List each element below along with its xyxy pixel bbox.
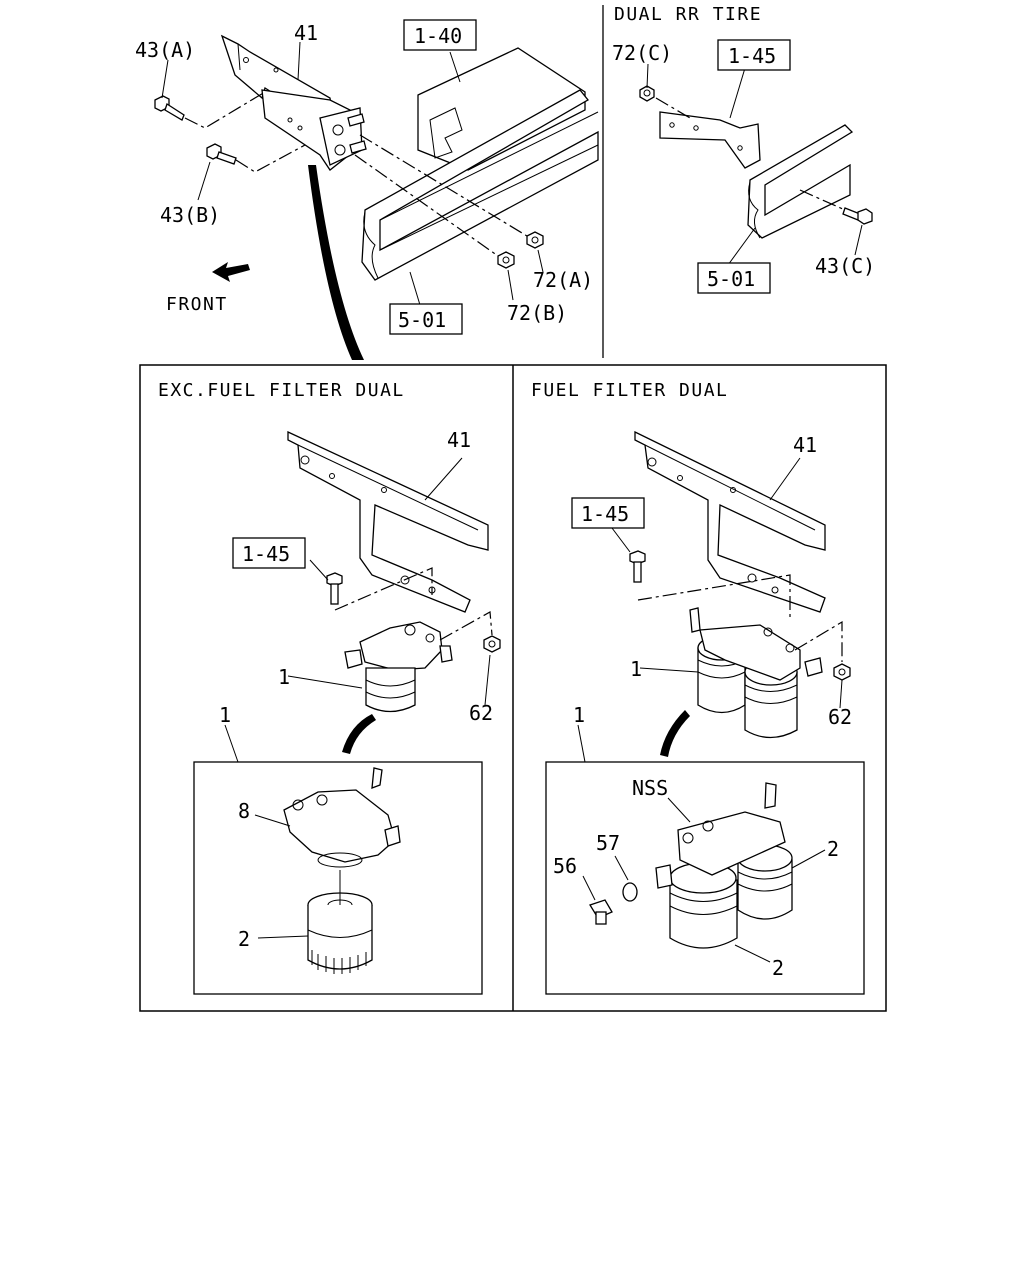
callout-1-left: 1 — [278, 665, 290, 689]
bracket-41-left — [287, 430, 489, 613]
callout-2-left: 2 — [238, 927, 250, 951]
callout-41-right: 41 — [793, 433, 817, 457]
kit-box-left — [193, 761, 483, 995]
callout-1-right-kit: 1 — [573, 703, 585, 727]
ref-box-1-45-top: 1-45 — [728, 44, 776, 68]
top-right-assembly: DUAL RR TIRE 72(C) 43(C) 1-45 5-01 — [612, 4, 875, 294]
nut-72a — [526, 231, 544, 249]
front-arrow-icon — [212, 262, 250, 282]
callout-72a: 72(A) — [533, 268, 593, 292]
callout-57: 57 — [596, 831, 620, 855]
callout-41-left: 41 — [447, 428, 471, 452]
callout-72c: 72(C) — [612, 41, 672, 65]
filter-assembly-nss — [655, 782, 793, 949]
ref-box-1-45-right: 1-45 — [581, 502, 629, 526]
callout-56: 56 — [553, 854, 577, 878]
fuel-filter-dual — [689, 607, 823, 739]
panel-title-right: FUEL FILTER DUAL — [531, 380, 728, 401]
callout-43c: 43(C) — [815, 254, 875, 278]
bolt-43a — [154, 95, 185, 121]
bolt-43c — [842, 207, 873, 225]
bracket-1-45 — [659, 111, 761, 169]
side-rail-right — [747, 124, 854, 239]
callout-72b: 72(B) — [507, 301, 567, 325]
nut-72b — [497, 251, 515, 269]
panel-fuel-filter-dual: FUEL FILTER DUAL — [531, 380, 865, 995]
callout-41-top: 41 — [294, 21, 318, 45]
callout-nss: NSS — [632, 776, 668, 800]
callout-62-right: 62 — [828, 705, 852, 729]
callout-43b: 43(B) — [160, 203, 220, 227]
filter-head-8 — [283, 767, 401, 868]
dual-rr-tire-label: DUAL RR TIRE — [614, 4, 762, 25]
bolt-43b — [206, 143, 237, 165]
panel-exc-fuel-filter-dual: EXC.FUEL FILTER DUAL — [158, 380, 501, 995]
top-left-assembly: 41 43(A) 43(B) 72(A) 72(B) FRONT 1-40 5-… — [135, 19, 599, 360]
kit-box-right — [545, 761, 865, 995]
callout-2-right-b: 2 — [772, 956, 784, 980]
ref-box-5-01-left: 5-01 — [398, 308, 446, 332]
nut-62-left — [483, 635, 501, 653]
filter-element-2-left — [307, 892, 373, 974]
nut-72c — [639, 85, 655, 102]
nut-62-right — [833, 663, 851, 681]
o-ring-57 — [622, 882, 638, 902]
callout-1-left-kit: 1 — [219, 703, 231, 727]
side-rail-left — [361, 89, 599, 281]
fuel-filter-single — [344, 621, 453, 713]
ref-box-1-40: 1-40 — [414, 24, 462, 48]
front-label: FRONT — [166, 294, 228, 315]
drain-plug-56 — [589, 899, 613, 925]
ref-box-1-45-left: 1-45 — [242, 542, 290, 566]
callout-arrow-top — [308, 165, 364, 360]
callout-62-left: 62 — [469, 701, 493, 725]
callout-8: 8 — [238, 799, 250, 823]
ref-box-5-01-right: 5-01 — [707, 267, 755, 291]
callout-1-right: 1 — [630, 657, 642, 681]
callout-43a: 43(A) — [135, 38, 195, 62]
callout-2-right-a: 2 — [827, 837, 839, 861]
panel-title-left: EXC.FUEL FILTER DUAL — [158, 380, 405, 401]
